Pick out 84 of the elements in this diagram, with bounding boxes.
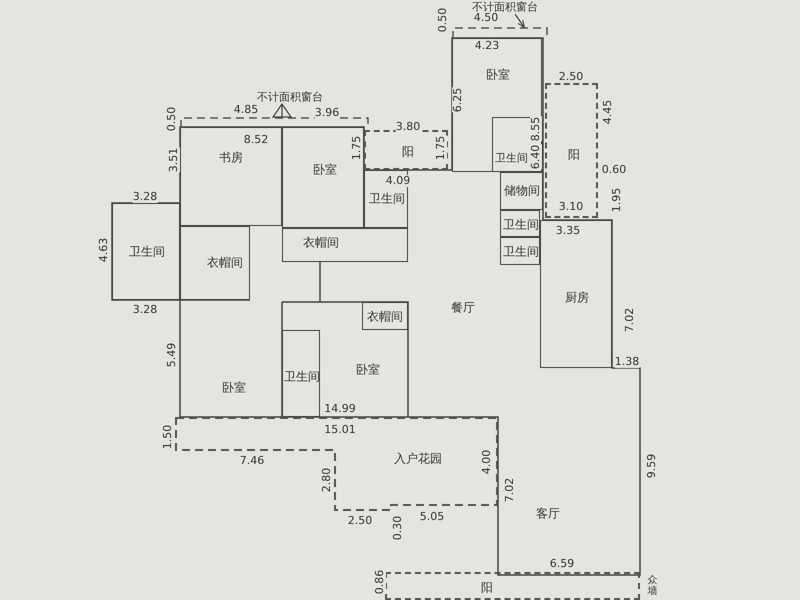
dimension-label: 4.45 (602, 100, 614, 124)
dimension-label: 1.38 (614, 356, 640, 368)
room-outline (180, 226, 250, 300)
dimension-label: 2.50 (348, 515, 372, 527)
dimension-label: 6.59 (550, 558, 574, 570)
room-label: 厨房 (565, 290, 589, 306)
garden-outline (175, 417, 498, 512)
room-outline (362, 302, 408, 330)
dimension-label: 3.51 (168, 148, 180, 172)
dimension-label: 14.99 (324, 403, 356, 415)
room-label: 衣帽间 (207, 254, 243, 272)
room-label: 卫生间 (503, 244, 539, 260)
room-label: 卧室 (313, 162, 337, 178)
annotation-text: 不计面积窗台 (257, 90, 323, 104)
dimension-label: 3.28 (132, 304, 158, 316)
room-label: 衣帽间 (367, 308, 403, 326)
room-label: 阳 (568, 146, 580, 164)
room-label: 餐厅 (451, 300, 475, 316)
annotation-text: 不计面积窗台 (472, 0, 538, 14)
dimension-label: 2.50 (558, 71, 584, 83)
dimension-label: 6.25 (452, 88, 464, 112)
room-label: 卫生间 (129, 244, 165, 260)
dimension-label: 6.40 (530, 144, 542, 170)
room-outline (180, 127, 282, 226)
dimension-label: 7.46 (240, 455, 264, 467)
room-label: 卧室 (486, 66, 510, 84)
room-label: 客厅 (536, 506, 560, 522)
dimension-label: 5.49 (166, 342, 178, 368)
room-label: 卧室 (222, 380, 246, 396)
dimension-label: 7.02 (624, 308, 636, 332)
room-label: 卧室 (356, 362, 380, 378)
dimension-label: 3.96 (314, 107, 340, 119)
room-outline (364, 170, 408, 228)
dimension-label: 1.50 (162, 424, 174, 450)
dimension-label: 15.01 (324, 424, 356, 436)
dimension-label: 3.28 (132, 191, 158, 203)
room-outline (282, 127, 364, 228)
dimension-label: 4.63 (98, 238, 110, 262)
room-outline (540, 220, 612, 368)
room-outline (112, 203, 180, 300)
room-label: 入户花园 (394, 450, 442, 468)
leader-symbol (272, 103, 292, 118)
room-label: 卫生间 (503, 216, 539, 234)
dimension-label: 4.85 (234, 104, 258, 116)
room-outline (282, 228, 408, 262)
dimension-label: 3.35 (556, 225, 580, 237)
dimension-label: 4.00 (481, 450, 493, 474)
dimension-label: 0.30 (392, 516, 404, 540)
room-label: 储物间 (504, 182, 540, 200)
room-label: 阳 (402, 144, 414, 160)
room-outline (500, 210, 540, 237)
dimension-label: 2.80 (321, 468, 333, 492)
dimension-label: 7.02 (504, 478, 516, 502)
window-sill-outline (180, 117, 369, 128)
dimension-label: 8.52 (244, 134, 268, 146)
room-label: 卫生间 (369, 190, 405, 208)
dimension-label: 1.75 (435, 136, 447, 160)
dimension-label: 1.75 (351, 136, 363, 160)
dimension-label: 3.10 (558, 201, 584, 213)
dimension-label: 4.23 (474, 40, 500, 52)
annotation-text: 众墙 (648, 575, 658, 597)
dimension-label: 1.95 (611, 188, 623, 212)
room-label: 阳 (481, 580, 493, 596)
dimension-label: 0.50 (437, 8, 449, 32)
window-sill-outline (452, 27, 548, 39)
dimension-label: 9.59 (646, 454, 658, 478)
dimension-label: 4.50 (474, 12, 498, 24)
dimension-label: 0.86 (374, 570, 386, 594)
dimension-label: 4.09 (386, 175, 410, 187)
room-outline (500, 172, 543, 210)
dimension-label: 5.05 (420, 511, 444, 523)
room-label: 卫生间 (495, 150, 528, 165)
room-outline (282, 330, 320, 417)
room-label: 书房 (219, 150, 243, 166)
dimension-label: 0.60 (602, 164, 626, 176)
leader-line (514, 14, 525, 28)
room-outline (500, 237, 540, 265)
dimension-label: 8.55 (530, 116, 542, 142)
room-outline (492, 116, 542, 172)
room-label: 卫生间 (284, 368, 320, 386)
room-label: 衣帽间 (303, 234, 339, 252)
balcony-outline (385, 572, 640, 600)
dimension-label: 0.50 (166, 106, 178, 132)
dimension-label: 3.80 (396, 121, 420, 133)
